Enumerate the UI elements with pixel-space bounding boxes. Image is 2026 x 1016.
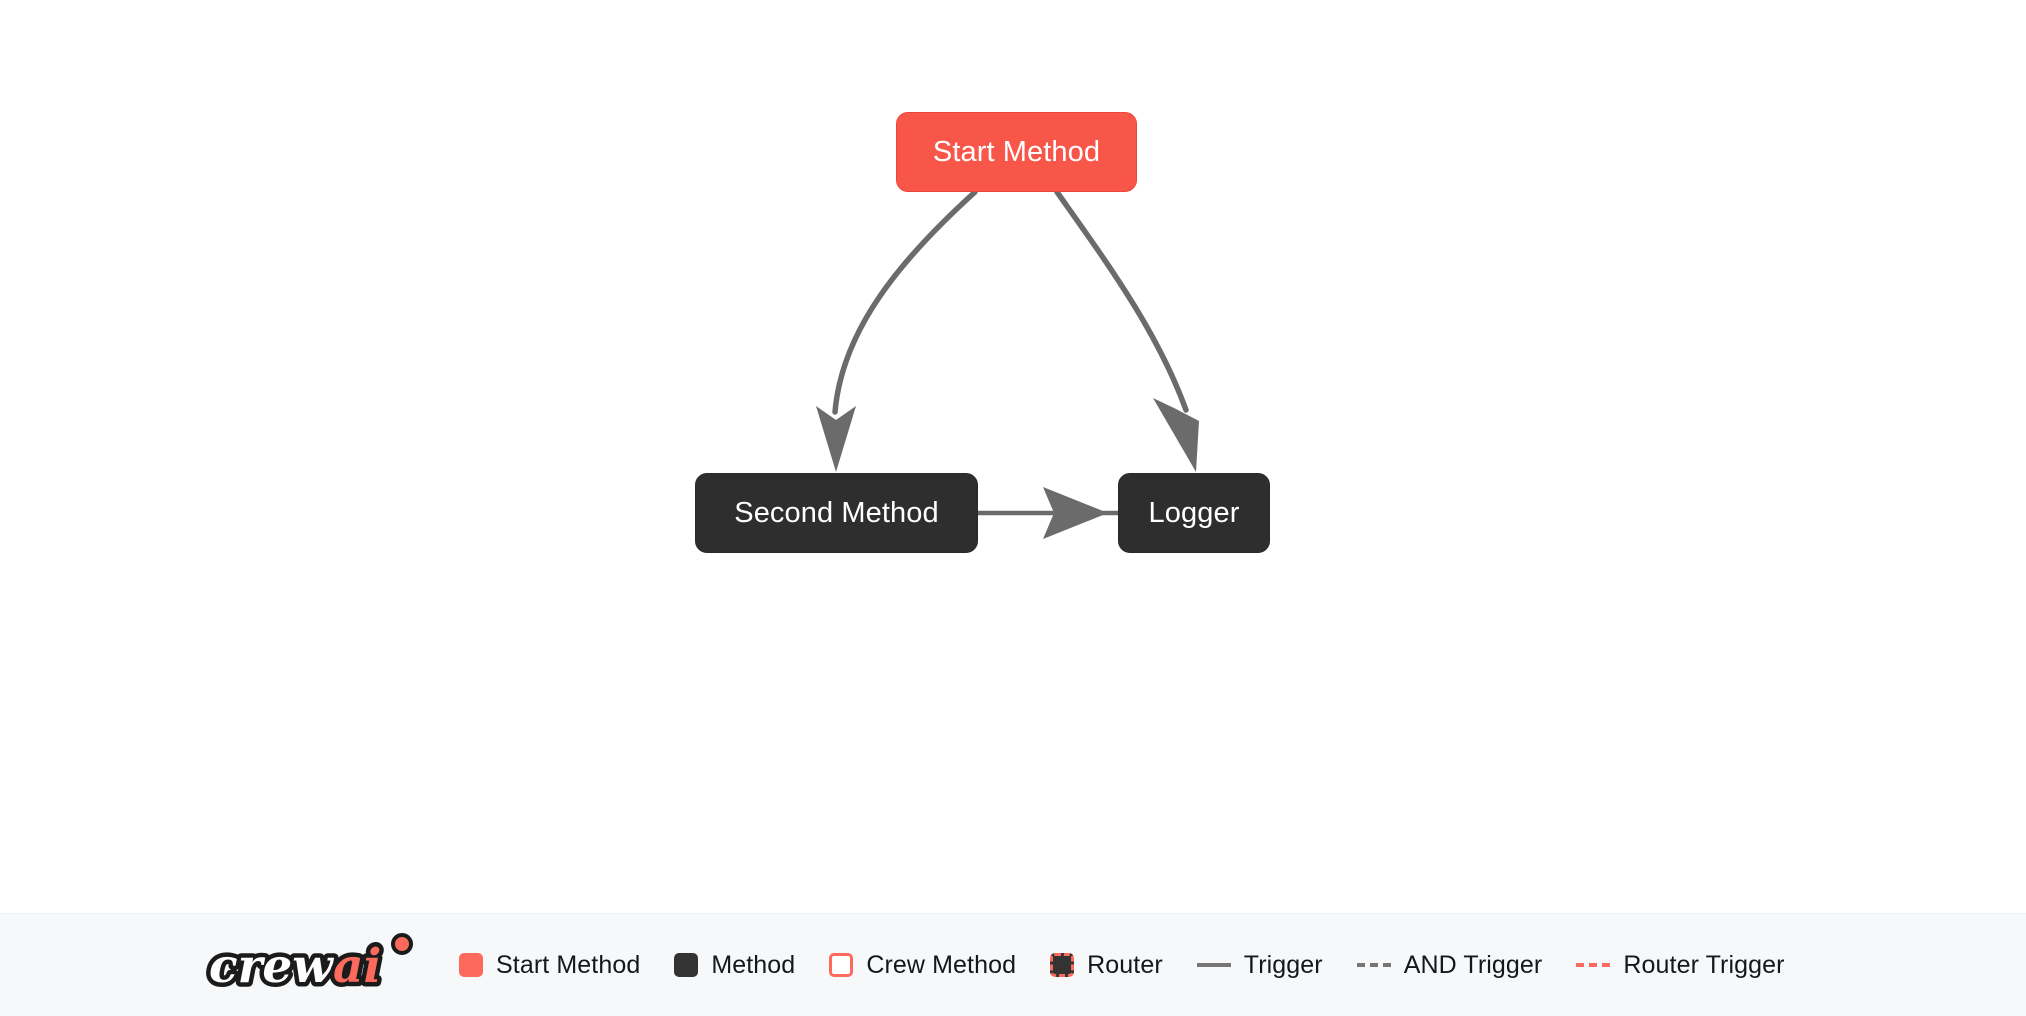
node-logger[interactable]: Logger	[1118, 473, 1270, 553]
trigger-line-icon	[1196, 963, 1231, 967]
crewai-logo-crew: crew	[209, 939, 334, 994]
edge-start-to-second	[816, 189, 978, 472]
legend-item-start-method: Start Method	[459, 951, 640, 980]
node-label: Logger	[1148, 496, 1240, 529]
crewai-logo: crew ai	[205, 933, 413, 998]
legend-items: Start Method Method Crew Method Router T…	[459, 951, 1785, 980]
flow-canvas[interactable]: Start Method Second Method Logger	[0, 0, 2026, 913]
legend-label: Trigger	[1243, 950, 1323, 979]
legend-item-crew-method: Crew Method	[829, 951, 1016, 980]
node-second-method[interactable]: Second Method	[695, 473, 978, 553]
node-label: Second Method	[734, 496, 939, 529]
node-start-method[interactable]: Start Method	[896, 112, 1137, 192]
legend-item-router: Router	[1050, 951, 1163, 980]
legend-label: Router	[1087, 950, 1163, 979]
start-method-swatch-icon	[459, 953, 483, 977]
legend-bar: crew ai Start Method Method Crew Method …	[0, 913, 2026, 1016]
legend-label: Crew Method	[866, 950, 1017, 979]
router-trigger-line-icon	[1576, 963, 1611, 967]
edge-second-to-logger	[978, 487, 1118, 539]
legend-item-method: Method	[674, 951, 795, 980]
legend-label: Start Method	[496, 950, 641, 979]
crew-method-swatch-icon	[829, 953, 854, 977]
legend-item-router-trigger: Router Trigger	[1576, 951, 1784, 980]
crewai-logo-ai: ai	[333, 939, 381, 994]
legend-item-and-trigger: AND Trigger	[1356, 950, 1543, 980]
legend-label: AND Trigger	[1403, 950, 1543, 979]
and-trigger-line-icon	[1356, 963, 1391, 967]
node-label: Start Method	[932, 135, 1101, 168]
legend-label: Method	[711, 950, 796, 979]
legend-item-trigger: Trigger	[1196, 950, 1323, 980]
edge-start-to-logger	[1054, 189, 1199, 472]
crewai-logo-dot	[391, 933, 413, 955]
legend-label: Router Trigger	[1623, 950, 1785, 979]
router-swatch-icon	[1050, 953, 1075, 977]
method-swatch-icon	[674, 953, 699, 977]
